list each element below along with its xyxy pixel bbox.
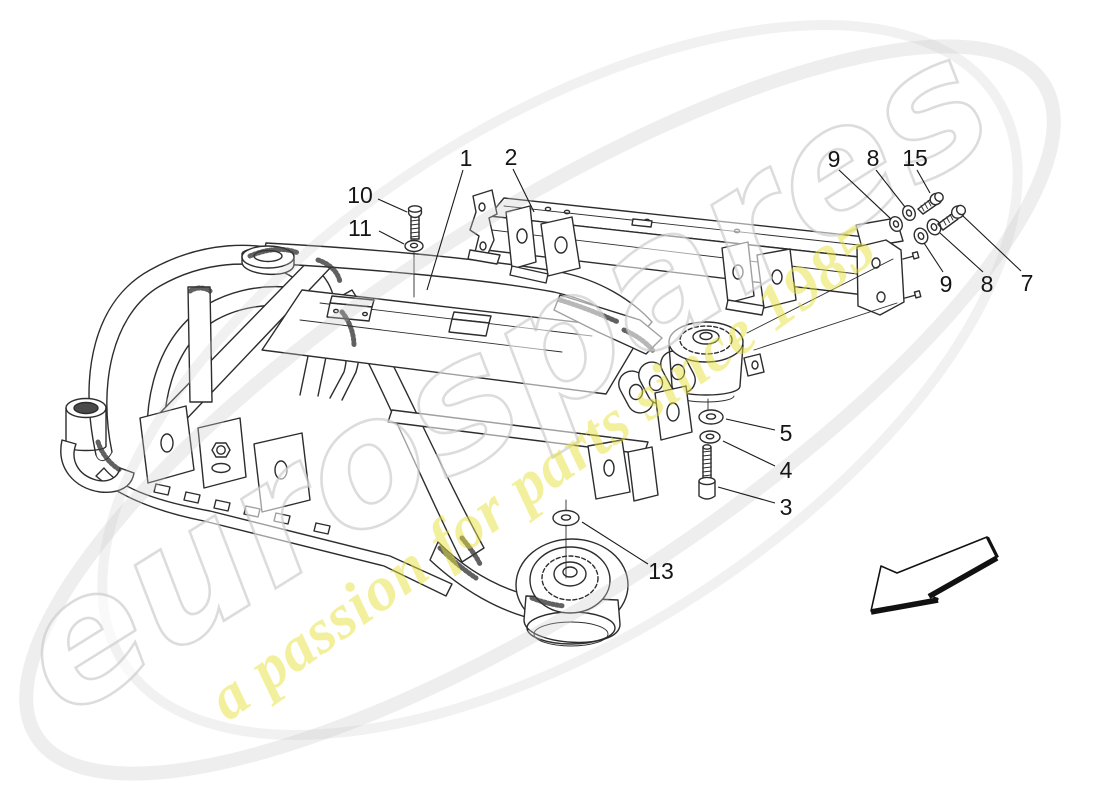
- callout-label: 9: [828, 146, 841, 172]
- callout-leader-line: [512, 168, 535, 213]
- washer-11: [404, 239, 424, 298]
- callout-label: 8: [867, 145, 880, 171]
- callout-leader-line: [962, 215, 1022, 272]
- callout-leader-line: [725, 418, 776, 431]
- callout-leader-line: [838, 169, 892, 220]
- washer-13: [552, 499, 580, 579]
- washer-8-upper: [902, 205, 916, 221]
- hex-nut: [211, 442, 231, 474]
- callout-label: 13: [648, 558, 674, 584]
- callout-leader-line: [939, 232, 984, 273]
- bolt-15: [917, 191, 944, 215]
- callout-leader-line: [377, 198, 408, 213]
- bolt-10: [407, 205, 423, 240]
- bushing-mount-left: [60, 397, 135, 493]
- callout-label: 8: [981, 271, 994, 297]
- callout-leader-line: [722, 440, 776, 467]
- washer-9-lower: [913, 227, 929, 245]
- callout-leader-line: [875, 169, 906, 208]
- fasteners: [404, 191, 967, 579]
- bolt-3: [698, 444, 716, 500]
- callout-label: 9: [940, 271, 953, 297]
- callout-leader-line: [581, 521, 649, 565]
- bolt-7: [937, 204, 967, 231]
- washer-4: [699, 430, 721, 444]
- subframe: [60, 242, 765, 647]
- callout-label: 11: [348, 215, 372, 241]
- washer-9-upper: [889, 216, 903, 232]
- callout-leader-line: [426, 169, 464, 291]
- callout-leader-line: [378, 230, 405, 245]
- callout-leader-line: [916, 169, 931, 194]
- callout-leader-line: [923, 242, 944, 273]
- callout-label: 7: [1021, 270, 1034, 296]
- callout-label: 1: [460, 145, 473, 171]
- callout-label: 3: [780, 494, 793, 520]
- callout-label: 10: [347, 182, 373, 208]
- callout-leader-line: [717, 486, 776, 504]
- callout-label: 4: [780, 457, 793, 483]
- bushing-mount-upper: [553, 294, 765, 441]
- cross-member: [467, 189, 922, 351]
- washer-8-lower: [926, 218, 942, 236]
- callout-label: 2: [505, 144, 518, 170]
- callout-label: 15: [902, 145, 928, 171]
- callout-label: 5: [780, 420, 793, 446]
- washer-5: [698, 398, 724, 425]
- direction-arrow-icon: [870, 536, 999, 615]
